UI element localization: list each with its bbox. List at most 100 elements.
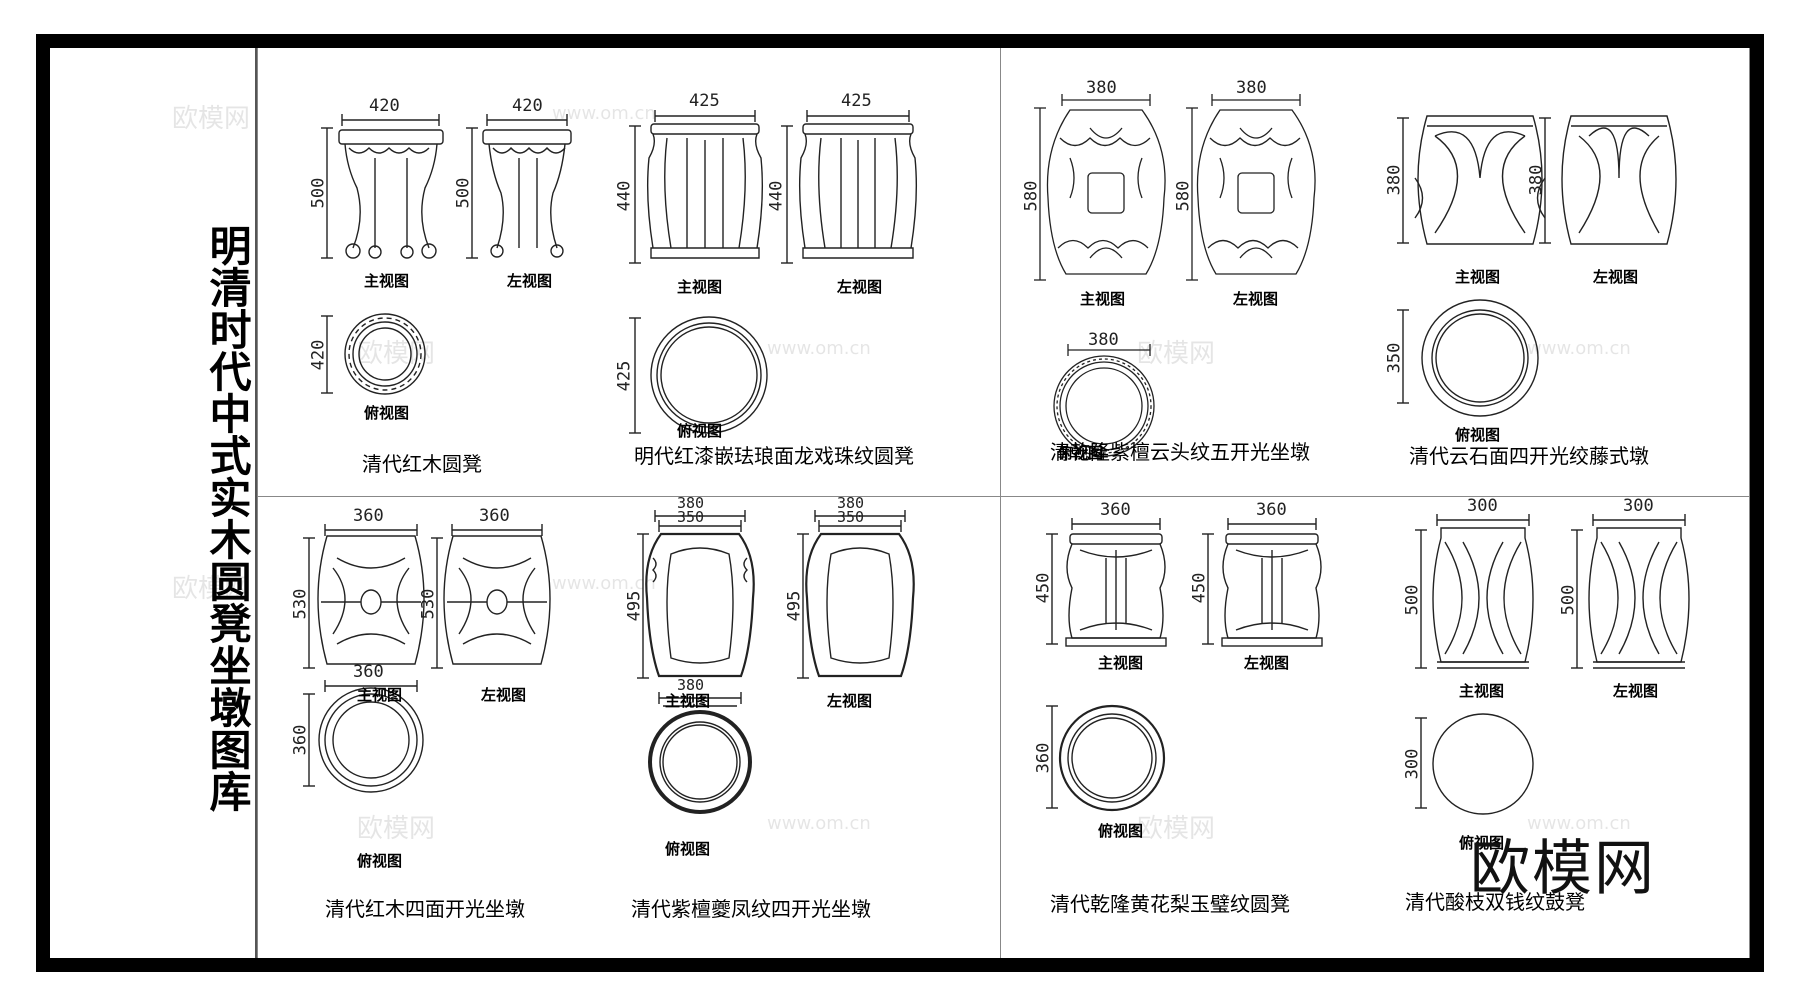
height-dimension: 495 (784, 590, 805, 622)
stool-name: 清代红木圆凳 (362, 452, 482, 476)
depth-dimension: 300 (1402, 748, 1423, 780)
stool-3-drawings (1034, 94, 1316, 457)
stool-1-drawings (321, 114, 572, 395)
stool-7-drawings (1046, 518, 1323, 812)
stool-name: 清代紫檀夔凤纹四开光坐墩 (631, 897, 871, 921)
top-view-label: 俯视图 (677, 422, 723, 440)
width-dimension: 350 (677, 508, 705, 526)
top-view-label: 俯视图 (364, 404, 410, 422)
watermark: www.om.cn (767, 338, 871, 359)
height-dimension: 580 (1021, 180, 1042, 212)
watermark: 欧模网 (357, 814, 436, 844)
front-view-label: 主视图 (364, 272, 410, 290)
stool-name: 清代酸枝双钱纹鼓凳 (1405, 890, 1585, 914)
watermark: www.om.cn (1527, 813, 1631, 834)
front-view-label: 主视图 (1080, 290, 1126, 308)
top-view-label: 俯视图 (665, 840, 711, 858)
watermark: 欧模网 (1137, 814, 1216, 844)
front-view-label: 主视图 (1098, 654, 1144, 672)
width-dimension: 300 (1467, 496, 1498, 516)
top-view-label: 俯视图 (1058, 444, 1104, 462)
depth-dimension: 360 (290, 724, 311, 756)
drawing-frame: 明清时代中式实木圆凳坐墩图库 欧模网 www.om.cn 欧模网 www.om.… (36, 34, 1764, 972)
left-view-label: 左视图 (1244, 654, 1290, 672)
depth-dimension: 425 (614, 360, 635, 392)
depth-dimension: 380 (677, 676, 705, 694)
depth-dimension: 360 (353, 662, 384, 682)
watermark: www.om.cn (1527, 338, 1631, 359)
brand-logo: 欧模网 (1470, 834, 1656, 904)
height-dimension: 495 (624, 590, 645, 622)
height-dimension: 500 (453, 177, 474, 209)
watermark: 欧模网 (357, 339, 436, 369)
stool-6-drawings (637, 510, 915, 814)
watermark: 欧模网 (172, 574, 251, 604)
front-view-label: 主视图 (1459, 682, 1505, 700)
stool-name: 清乾隆紫檀云头纹五开光坐墩 (1050, 440, 1310, 464)
height-dimension: 500 (1402, 584, 1423, 616)
front-view-label: 主视图 (357, 686, 403, 704)
height-dimension: 450 (1033, 572, 1054, 604)
width-dimension: 425 (841, 91, 872, 111)
left-view-label: 左视图 (1613, 682, 1659, 700)
width-dimension: 360 (1256, 500, 1287, 520)
width-dimension: 350 (837, 508, 865, 526)
height-dimension: 380 (1384, 164, 1405, 196)
left-view-label: 左视图 (827, 692, 873, 710)
width-dimension: 360 (353, 506, 384, 526)
page-title: 明清时代中式实木圆凳坐墩图库 (203, 224, 252, 812)
depth-dimension: 420 (308, 339, 329, 371)
width-dimension: 420 (369, 96, 400, 116)
width-dimension: 380 (837, 494, 865, 512)
width-dimension: 380 (1086, 78, 1117, 98)
top-view-label: 俯视图 (1098, 822, 1144, 840)
grid-divider (1000, 48, 1001, 958)
watermark: www.om.cn (552, 573, 656, 594)
front-view-label: 主视图 (677, 278, 723, 296)
stool-grid: 欧模网 www.om.cn 欧模网 www.om.cn 欧模网 www.om.c… (172, 48, 1750, 958)
height-dimension: 500 (308, 177, 329, 209)
height-dimension: 530 (418, 588, 439, 620)
stool-name: 清代云石面四开光绞藤式墩 (1409, 444, 1649, 468)
height-dimension: 500 (1558, 584, 1579, 616)
front-view-label: 主视图 (665, 692, 711, 710)
left-view-label: 左视图 (1593, 268, 1639, 286)
width-dimension: 380 (677, 494, 705, 512)
width-dimension: 420 (512, 96, 543, 116)
height-dimension: 440 (614, 180, 635, 212)
left-view-label: 左视图 (837, 278, 883, 296)
top-view-label: 俯视图 (1455, 426, 1501, 444)
width-dimension: 300 (1623, 496, 1654, 516)
top-view-label: 俯视图 (357, 852, 403, 870)
grid-divider (1749, 48, 1750, 958)
width-dimension: 360 (1100, 500, 1131, 520)
height-dimension: 450 (1189, 572, 1210, 604)
width-dimension: 360 (479, 506, 510, 526)
top-view-label: 俯视图 (1459, 834, 1505, 852)
depth-dimension: 360 (1033, 742, 1054, 774)
depth-dimension: 350 (1384, 342, 1405, 374)
grid-divider (257, 48, 258, 958)
stool-name: 清代红木四面开光坐墩 (325, 897, 525, 921)
depth-dimension: 380 (1088, 330, 1119, 350)
title-column: 明清时代中式实木圆凳坐墩图库 (50, 48, 257, 958)
watermark: www.om.cn (552, 103, 656, 124)
width-dimension: 380 (1236, 78, 1267, 98)
stool-2-drawings (629, 110, 918, 434)
left-view-label: 左视图 (507, 272, 553, 290)
height-dimension: 580 (1173, 180, 1194, 212)
stool-5-drawings (303, 524, 551, 793)
left-view-label: 左视图 (481, 686, 527, 704)
height-dimension: 530 (290, 588, 311, 620)
height-dimension: 440 (766, 180, 787, 212)
grid-divider (257, 496, 1750, 497)
stool-4-drawings (1397, 115, 1677, 417)
stool-name: 明代红漆嵌珐琅面龙戏珠纹圆凳 (634, 444, 914, 468)
width-dimension: 425 (689, 91, 720, 111)
watermark: www.om.cn (767, 813, 871, 834)
stool-8-drawings (1415, 514, 1690, 815)
front-view-label: 主视图 (1455, 268, 1501, 286)
height-dimension: 380 (1526, 164, 1547, 196)
stool-name: 清代乾隆黄花梨玉璧纹圆凳 (1050, 892, 1290, 916)
watermark: 欧模网 (172, 104, 251, 134)
